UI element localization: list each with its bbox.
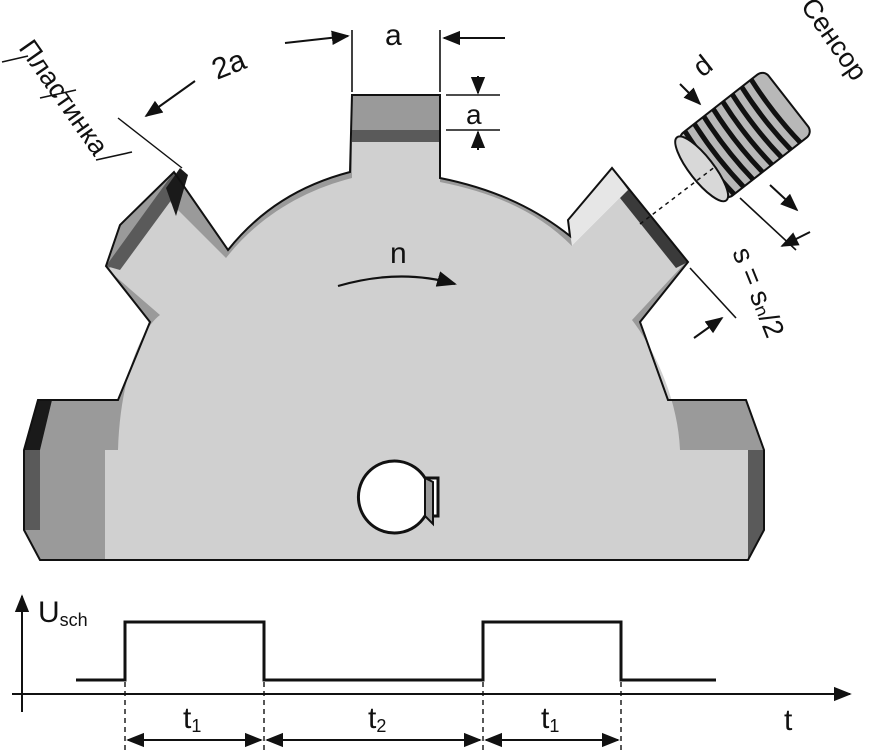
shaft-hole (356, 459, 440, 535)
distance-label: s = sₙ/2 (726, 243, 790, 342)
sensor-label: Сенсор (795, 0, 873, 86)
time-axis-label: t (784, 704, 793, 737)
t1-right-label: t1 (541, 702, 559, 736)
gap-width-label: 2a (207, 43, 251, 86)
voltage-subscript: sch (60, 610, 88, 630)
sensor-face (674, 135, 730, 203)
gear-right-lower-side (748, 450, 764, 560)
period-markers (124, 682, 622, 750)
diameter-arrow (679, 83, 702, 106)
plate-label-group: Пластинка (1, 34, 133, 162)
tooth-height-label: a (466, 99, 482, 130)
signal-diagram: Usch t t1 t2 t1 (12, 594, 852, 750)
voltage-label: Usch (38, 596, 88, 630)
t1-left-label: t1 (183, 702, 201, 736)
gear-tooth-top-dark (352, 130, 440, 142)
tooth-width-dimension: a (284, 19, 505, 92)
gear-left-tooth-black (166, 168, 188, 216)
sensor-coil-threads (682, 78, 803, 196)
rotation-arrow (337, 271, 457, 288)
diameter-label: d (687, 49, 718, 83)
tooth-width-label: a (385, 19, 402, 52)
distance-dimension: s = sₙ/2 (689, 184, 811, 342)
sensor (674, 71, 811, 203)
rotation-label: n (390, 237, 407, 270)
gear-outline (23, 94, 765, 561)
gap-width-dimension: 2a (117, 43, 251, 169)
gear-left-lower-tooth-dark (24, 400, 52, 450)
square-wave (76, 620, 716, 682)
shaft-key (424, 476, 434, 527)
t2-label: t2 (368, 702, 386, 736)
gear-right-tooth-light (568, 168, 628, 246)
gear-wheel (23, 94, 765, 561)
plate-label: Пластинка (13, 34, 115, 161)
tooth-height-dimension: a (446, 76, 500, 150)
gear-left-tooth-dark (106, 172, 186, 270)
gear-left-lower-side (24, 450, 40, 530)
gear-front-face (44, 130, 748, 560)
